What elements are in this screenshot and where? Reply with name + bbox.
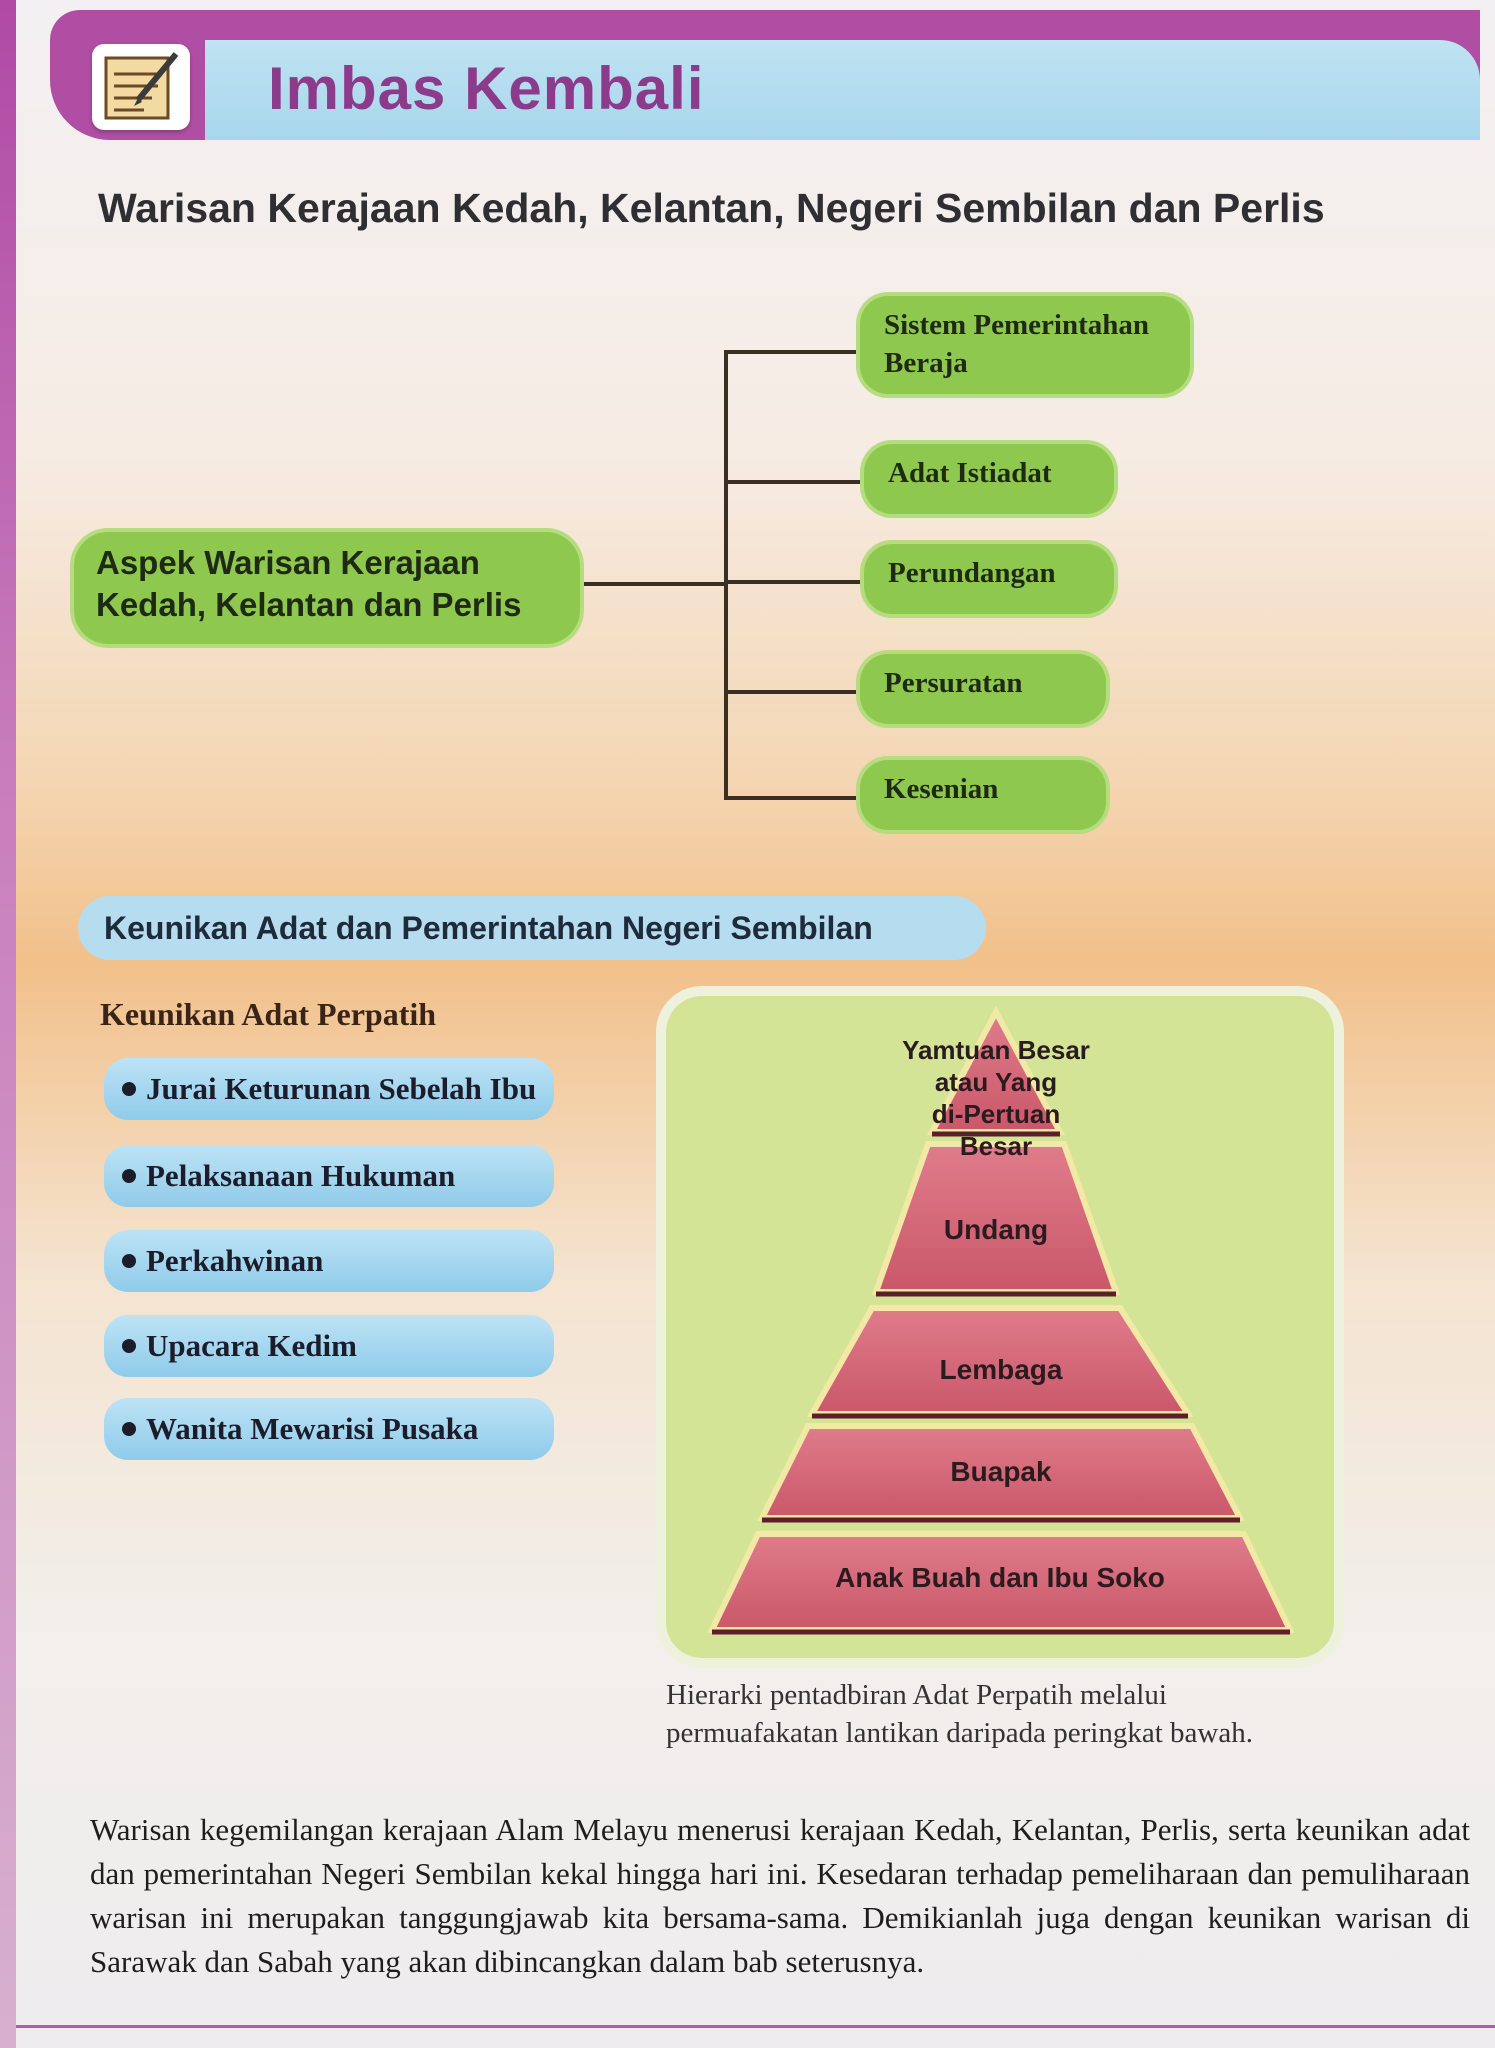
- tier-label-undang: Undang: [943, 1214, 1049, 1245]
- tier-label-line: di-Pertuan: [931, 1099, 1061, 1129]
- tier-label-anak-buah: Anak Buah dan Ibu Soko: [835, 1562, 1165, 1593]
- list-item: Jurai Keturunan Sebelah Ibu: [104, 1058, 554, 1120]
- tier-label-line: Besar: [959, 1131, 1033, 1161]
- header-title: Imbas Kembali: [268, 55, 705, 122]
- branch-node-kesenian: Kesenian: [860, 760, 1106, 830]
- pyramid-diagram: [707, 1005, 1295, 1635]
- bullet-icon: [122, 1338, 136, 1353]
- branch-label: Adat Istiadat: [888, 457, 1052, 489]
- tier-label-line: atau Yang: [934, 1067, 1058, 1097]
- caption-line-1: Hierarki pentadbiran Adat Perpatih melal…: [666, 1679, 1167, 1711]
- bullet-icon: [122, 1168, 136, 1183]
- caption-line-2: permuafakatan lantikan daripada peringka…: [666, 1717, 1253, 1749]
- branch-label: Perundangan: [888, 557, 1056, 589]
- bullet-icon: [122, 1081, 136, 1096]
- main-node-line-1: Aspek Warisan Kerajaan: [96, 544, 480, 581]
- branch-label-line-1: Sistem Pemerintahan: [884, 309, 1149, 341]
- section-banner: Keunikan Adat dan Pemerintahan Negeri Se…: [78, 896, 986, 960]
- connector-branch-3: [724, 580, 864, 584]
- tier-label-lembaga: Lembaga: [939, 1354, 1063, 1385]
- subheading-adat-perpatih: Keunikan Adat Perpatih: [100, 996, 437, 1032]
- branch-label: Persuratan: [884, 667, 1023, 699]
- connector-branch-5: [724, 796, 860, 800]
- connector-main: [580, 582, 726, 586]
- list-item: Wanita Mewarisi Pusaka: [104, 1398, 554, 1460]
- bullet-icon: [122, 1253, 136, 1268]
- branch-label-line-2: Beraja: [884, 347, 968, 379]
- list-item: Pelaksanaan Hukuman: [104, 1145, 554, 1207]
- branch-node-sistem-pemerintahan: Sistem Pemerintahan Beraja: [860, 296, 1190, 394]
- branch-node-adat-istiadat: Adat Istiadat: [864, 444, 1114, 514]
- list-item-label: Wanita Mewarisi Pusaka: [146, 1411, 479, 1446]
- connector-branch-4: [724, 690, 860, 694]
- branch-node-persuratan: Persuratan: [860, 654, 1106, 724]
- pyramid-caption: Hierarki pentadbiran Adat Perpatih melal…: [666, 1676, 1366, 1752]
- page-edge-bar: [0, 0, 16, 2048]
- list-item: Perkahwinan: [104, 1230, 554, 1292]
- tier-label-buapak: Buapak: [950, 1456, 1052, 1487]
- bullet-icon: [122, 1421, 136, 1436]
- notepad-pencil-icon: [92, 44, 190, 130]
- bottom-border: [16, 2025, 1495, 2028]
- list-item-label: Perkahwinan: [146, 1243, 324, 1278]
- list-item-label: Pelaksanaan Hukuman: [146, 1158, 456, 1193]
- body-paragraph: Warisan kegemilangan kerajaan Alam Melay…: [90, 1812, 1470, 1979]
- main-node-line-2: Kedah, Kelantan dan Perlis: [96, 586, 522, 623]
- branch-label: Kesenian: [884, 773, 999, 805]
- tier-label-yamtuan: Yamtuan Besar atau Yang di-Pertuan Besar: [866, 1034, 1126, 1162]
- tier-label-line: Yamtuan Besar: [902, 1035, 1090, 1065]
- list-item-label: Upacara Kedim: [146, 1328, 357, 1363]
- connector-vertical: [724, 352, 728, 800]
- branch-node-perundangan: Perundangan: [864, 544, 1114, 614]
- connector-branch-2: [724, 480, 864, 484]
- page-title: Warisan Kerajaan Kedah, Kelantan, Negeri…: [98, 185, 1325, 231]
- main-node: Aspek Warisan Kerajaan Kedah, Kelantan d…: [74, 532, 580, 644]
- list-item-label: Jurai Keturunan Sebelah Ibu: [146, 1071, 537, 1106]
- list-item: Upacara Kedim: [104, 1315, 554, 1377]
- header-light-band: [205, 40, 1480, 140]
- connector-branch-1: [724, 350, 860, 354]
